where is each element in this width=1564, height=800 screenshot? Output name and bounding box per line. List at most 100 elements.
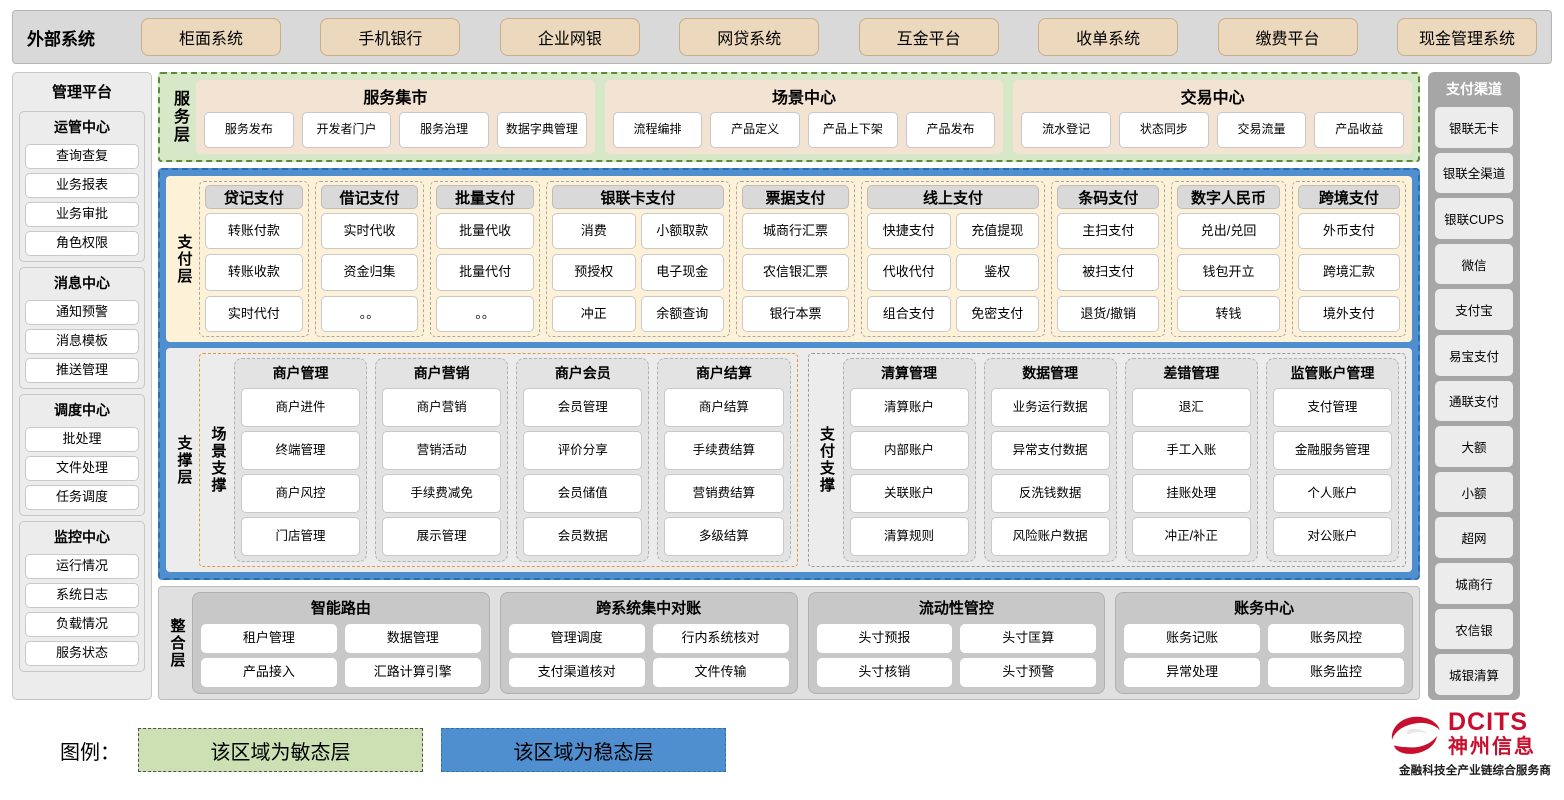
payment-item[interactable]: 组合支付 xyxy=(866,295,951,332)
support-item[interactable]: 评价分享 xyxy=(523,431,643,470)
payment-item[interactable]: 境外支付 xyxy=(1297,295,1400,332)
external-system-item[interactable]: 现金管理系统 xyxy=(1396,18,1537,56)
service-item[interactable]: 开发者门户 xyxy=(301,112,392,148)
payment-item[interactable]: 退货/撤销 xyxy=(1057,295,1160,332)
payment-item[interactable]: 代收代付 xyxy=(866,254,951,291)
external-system-item[interactable]: 网贷系统 xyxy=(679,18,820,56)
payment-item[interactable]: 外币支付 xyxy=(1297,213,1400,250)
integration-item[interactable]: 账务记账 xyxy=(1124,624,1261,653)
mgmt-item[interactable]: 业务报表 xyxy=(25,173,139,198)
support-item[interactable]: 商户进件 xyxy=(241,388,361,427)
support-item[interactable]: 商户营销 xyxy=(382,388,502,427)
integration-item[interactable]: 头寸核销 xyxy=(816,658,953,687)
payment-item[interactable]: 冲正 xyxy=(551,295,636,332)
mgmt-item[interactable]: 查询查复 xyxy=(25,144,139,169)
mgmt-item[interactable]: 文件处理 xyxy=(25,456,139,481)
support-item[interactable]: 退汇 xyxy=(1131,388,1251,427)
payment-item[interactable]: 跨境汇款 xyxy=(1297,254,1400,291)
service-item[interactable]: 产品收益 xyxy=(1314,112,1405,148)
mgmt-item[interactable]: 批处理 xyxy=(25,427,139,452)
support-item[interactable]: 金融服务管理 xyxy=(1272,431,1392,470)
integration-item[interactable]: 数据管理 xyxy=(344,624,481,653)
support-item[interactable]: 内部账户 xyxy=(849,431,969,470)
payment-item[interactable]: 钱包开立 xyxy=(1177,254,1280,291)
support-item[interactable]: 手续费结算 xyxy=(664,431,784,470)
service-item[interactable]: 数据字典管理 xyxy=(497,112,587,148)
channel-item[interactable]: 大额 xyxy=(1435,426,1513,467)
service-item[interactable]: 服务发布 xyxy=(204,112,294,148)
channel-item[interactable]: 银联无卡 xyxy=(1435,107,1513,148)
payment-item[interactable]: 实时代付 xyxy=(205,295,303,332)
payment-item[interactable]: 。。 xyxy=(436,295,534,332)
payment-item[interactable]: 农信银汇票 xyxy=(742,254,849,291)
mgmt-item[interactable]: 任务调度 xyxy=(25,485,139,510)
payment-item[interactable]: 小额取款 xyxy=(640,213,725,250)
channel-item[interactable]: 小额 xyxy=(1435,471,1513,513)
payment-item[interactable]: 余额查询 xyxy=(640,295,725,332)
support-item[interactable]: 营销活动 xyxy=(382,431,502,470)
payment-item[interactable]: 城商行汇票 xyxy=(742,213,849,250)
channel-item[interactable]: 城银清算 xyxy=(1435,654,1513,695)
support-item[interactable]: 商户结算 xyxy=(664,388,784,427)
integration-item[interactable]: 管理调度 xyxy=(508,624,645,653)
support-item[interactable]: 营销费结算 xyxy=(664,474,784,513)
mgmt-item[interactable]: 消息模板 xyxy=(25,329,139,354)
integration-item[interactable]: 头寸匡算 xyxy=(960,624,1097,653)
mgmt-item[interactable]: 通知预警 xyxy=(25,300,139,325)
integration-item[interactable]: 异常处理 xyxy=(1124,658,1261,687)
external-system-item[interactable]: 企业网银 xyxy=(499,18,640,56)
mgmt-item[interactable]: 运行情况 xyxy=(25,554,139,579)
payment-item[interactable]: 实时代收 xyxy=(320,213,419,250)
payment-item[interactable]: 免密支付 xyxy=(955,295,1040,332)
payment-item[interactable]: 电子现金 xyxy=(640,254,725,291)
channel-item[interactable]: 农信银 xyxy=(1435,608,1513,650)
service-item[interactable]: 服务治理 xyxy=(399,112,490,148)
support-item[interactable]: 展示管理 xyxy=(382,517,502,556)
support-item[interactable]: 清算账户 xyxy=(849,388,969,427)
mgmt-item[interactable]: 推送管理 xyxy=(25,358,139,383)
external-system-item[interactable]: 互金平台 xyxy=(858,18,999,56)
payment-item[interactable]: 鉴权 xyxy=(955,254,1040,291)
integration-item[interactable]: 文件传输 xyxy=(652,658,789,687)
service-item[interactable]: 产品上下架 xyxy=(808,112,898,148)
service-item[interactable]: 流程编排 xyxy=(612,112,703,148)
service-item[interactable]: 产品定义 xyxy=(710,112,801,148)
channel-item[interactable]: 银联全渠道 xyxy=(1435,152,1513,194)
integration-item[interactable]: 头寸预报 xyxy=(816,624,953,653)
channel-item[interactable]: 银联CUPS xyxy=(1435,198,1513,239)
support-item[interactable]: 业务运行数据 xyxy=(990,388,1110,427)
support-item[interactable]: 多级结算 xyxy=(664,517,784,556)
payment-item[interactable]: 转钱 xyxy=(1177,295,1280,332)
integration-item[interactable]: 头寸预警 xyxy=(960,658,1097,687)
support-item[interactable]: 会员管理 xyxy=(523,388,643,427)
external-system-item[interactable]: 手机银行 xyxy=(320,18,461,56)
payment-item[interactable]: 充值提现 xyxy=(955,213,1040,250)
payment-item[interactable]: 主扫支付 xyxy=(1057,213,1160,250)
channel-item[interactable]: 超网 xyxy=(1435,517,1513,559)
support-item[interactable]: 关联账户 xyxy=(849,474,969,513)
service-item[interactable]: 产品发布 xyxy=(905,112,996,148)
support-item[interactable]: 对公账户 xyxy=(1272,517,1392,556)
channel-item[interactable]: 易宝支付 xyxy=(1435,335,1513,376)
external-system-item[interactable]: 柜面系统 xyxy=(141,18,281,56)
integration-item[interactable]: 账务风控 xyxy=(1268,624,1404,653)
mgmt-item[interactable]: 业务审批 xyxy=(25,202,139,227)
mgmt-item[interactable]: 角色权限 xyxy=(25,231,139,256)
channel-item[interactable]: 支付宝 xyxy=(1435,289,1513,331)
support-item[interactable]: 挂账处理 xyxy=(1131,474,1251,513)
integration-item[interactable]: 租户管理 xyxy=(201,624,337,653)
support-item[interactable]: 冲正/补正 xyxy=(1131,517,1251,556)
payment-item[interactable]: 资金归集 xyxy=(320,254,419,291)
support-item[interactable]: 门店管理 xyxy=(241,517,361,556)
support-item[interactable]: 手工入账 xyxy=(1131,431,1251,470)
integration-item[interactable]: 账务监控 xyxy=(1268,658,1404,687)
service-item[interactable]: 流水登记 xyxy=(1021,112,1112,148)
payment-item[interactable]: 转账付款 xyxy=(205,213,303,250)
support-item[interactable]: 手续费减免 xyxy=(382,474,502,513)
integration-item[interactable]: 汇路计算引擎 xyxy=(344,658,481,687)
payment-item[interactable]: 快捷支付 xyxy=(866,213,951,250)
integration-item[interactable]: 行内系统核对 xyxy=(652,624,789,653)
service-item[interactable]: 状态同步 xyxy=(1119,112,1209,148)
mgmt-item[interactable]: 系统日志 xyxy=(25,583,139,608)
channel-item[interactable]: 微信 xyxy=(1435,243,1513,285)
